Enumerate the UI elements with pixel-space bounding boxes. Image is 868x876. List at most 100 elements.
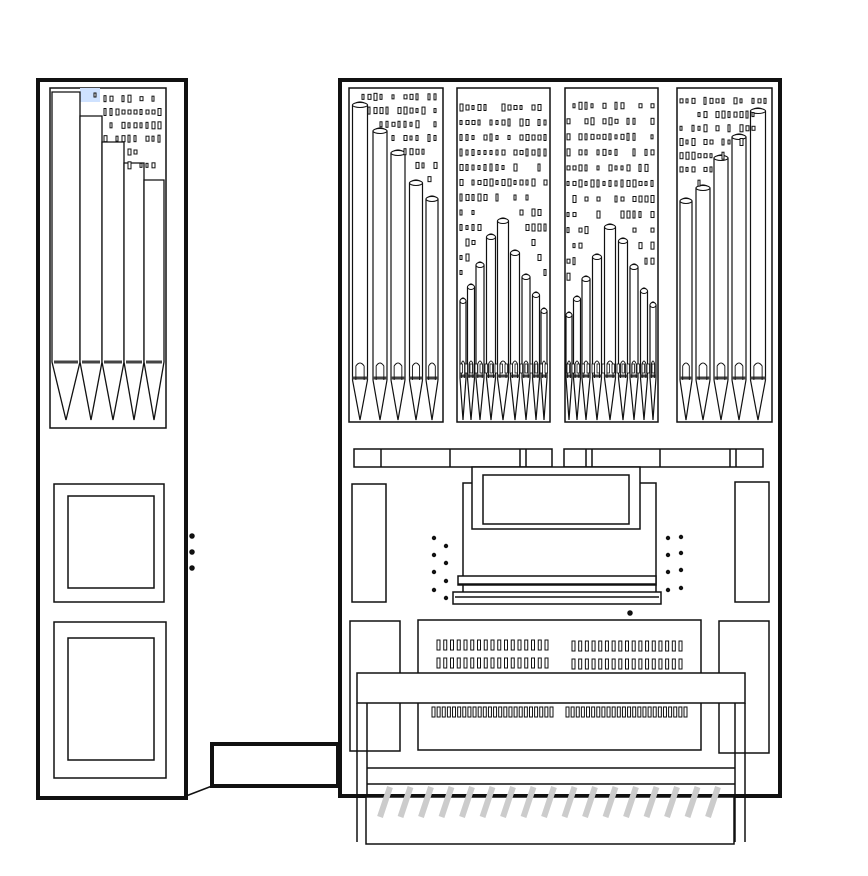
back-rank-mark	[543, 269, 547, 276]
pipe-top	[618, 238, 628, 244]
back-rank-mark	[403, 94, 408, 100]
stop-knob	[544, 639, 549, 651]
flat-2-pipe	[475, 261, 485, 421]
pipe-foot	[617, 377, 629, 421]
left-case-door-upper-panel	[67, 495, 155, 589]
back-rank-mark	[703, 153, 708, 159]
flat-mouth-mark	[651, 363, 655, 374]
back-rank-mark	[691, 97, 696, 104]
pedal-key	[541, 786, 557, 818]
back-rank-mark	[751, 97, 755, 104]
manual-key-mark	[678, 706, 683, 718]
back-rank-mark	[495, 164, 499, 171]
manual-key-mark	[606, 706, 611, 718]
stop-knob	[671, 640, 676, 652]
manual-key-mark	[477, 706, 482, 718]
pipe-body	[731, 133, 747, 380]
stop-knob	[456, 639, 461, 651]
back-rank-mark	[543, 223, 547, 232]
flat-mouth-mark	[529, 363, 533, 374]
back-rank-mark	[543, 134, 547, 141]
back-rank-mark	[127, 148, 132, 156]
pedal-key	[561, 786, 578, 818]
left-case-pipe	[51, 91, 81, 421]
stop-knob	[638, 658, 643, 670]
back-rank-mark	[391, 94, 395, 100]
back-rank-mark	[602, 180, 606, 186]
pipe-foot	[565, 377, 573, 421]
back-rank-mark	[537, 119, 541, 126]
drawstop-dot	[443, 543, 449, 549]
stop-knob	[483, 639, 488, 651]
manual-key-mark	[621, 706, 626, 718]
back-rank-mark	[367, 106, 371, 115]
stop-knob	[517, 657, 522, 669]
stop-knob	[645, 640, 650, 652]
stop-knob	[510, 657, 515, 669]
stop-knob	[463, 639, 468, 651]
tower-1-pipe	[372, 127, 388, 421]
stop-knob	[537, 657, 542, 669]
manual-key-mark	[508, 706, 513, 718]
back-rank-mark	[507, 135, 511, 140]
drawstop-dot	[678, 534, 684, 540]
back-rank-mark	[421, 162, 425, 169]
stop-knob	[463, 657, 468, 669]
back-rank-mark	[745, 125, 750, 132]
back-rank-mark	[739, 138, 744, 146]
pipe-body	[521, 273, 531, 378]
pipe-foot	[731, 379, 747, 421]
stop-knob	[524, 639, 529, 651]
stop-knob	[436, 657, 441, 669]
back-rank-mark	[620, 210, 625, 219]
pipe-top	[521, 274, 531, 280]
back-rank-mark	[620, 133, 625, 140]
back-rank-mark	[685, 98, 689, 104]
back-rank-mark	[626, 179, 631, 187]
back-rank-mark	[715, 111, 720, 119]
back-rank-mark	[471, 179, 475, 186]
back-rank-mark	[715, 98, 720, 104]
pipe-foot	[390, 379, 406, 421]
impost-left	[353, 448, 553, 468]
back-rank-mark	[632, 179, 637, 188]
manual-key-mark	[457, 706, 462, 718]
manual-key-mark	[601, 706, 606, 718]
stop-knob	[517, 639, 522, 651]
back-rank-mark	[566, 227, 570, 234]
flat-3-pipe	[591, 253, 603, 421]
pipe-top	[731, 134, 747, 140]
drawstop-dot	[678, 550, 684, 556]
back-rank-mark	[391, 135, 395, 141]
stop-knob	[678, 640, 683, 652]
stop-knob	[611, 658, 616, 670]
pipe-top	[475, 262, 485, 268]
left-case-pipe	[101, 141, 125, 421]
pipe-top	[573, 296, 581, 302]
flat-mouth-mark	[484, 363, 488, 374]
back-rank-mark	[733, 97, 738, 105]
back-rank-mark	[584, 101, 588, 110]
back-rank-mark	[697, 125, 701, 131]
pipe-mouth	[734, 362, 744, 380]
back-rank-mark	[578, 179, 583, 188]
stop-knob	[443, 657, 448, 669]
pedal-key	[705, 786, 721, 818]
back-rank-mark	[471, 120, 476, 125]
back-rank-mark	[602, 102, 607, 109]
tower-pipes	[351, 101, 767, 421]
back-rank-mark	[465, 120, 470, 125]
back-rank-mark	[477, 180, 482, 185]
manual-key-mark	[528, 706, 533, 718]
back-rank-mark	[459, 134, 463, 141]
back-rank-mark	[483, 164, 487, 171]
back-rank-mark	[584, 226, 589, 235]
pipe-mouth	[428, 362, 436, 380]
pipe-mouth	[355, 362, 365, 380]
left-case-hinge-dot	[189, 565, 195, 571]
tower-1-pipe	[351, 101, 369, 421]
back-rank-mark	[590, 179, 595, 188]
back-rank-mark	[379, 121, 383, 128]
back-rank-mark	[507, 104, 512, 111]
back-rank-mark	[650, 117, 655, 125]
